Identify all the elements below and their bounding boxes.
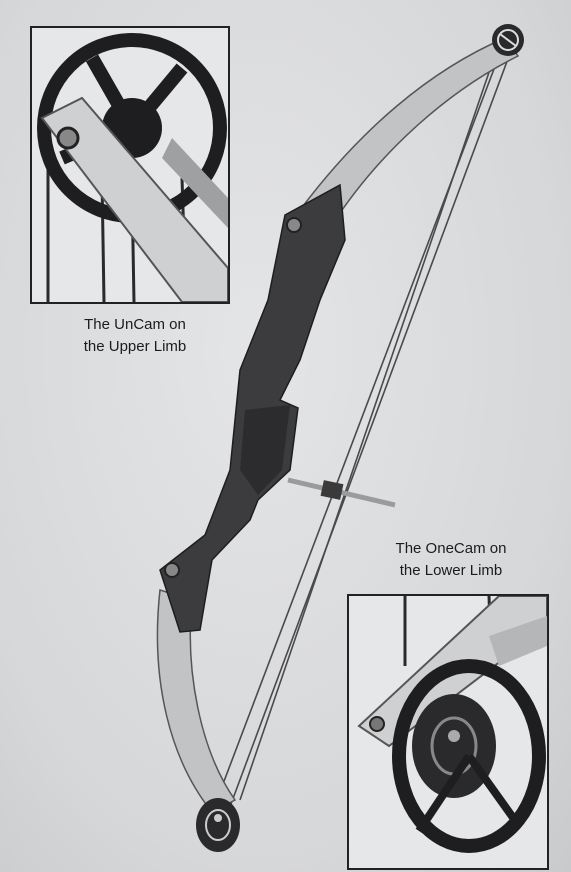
bow-string bbox=[214, 39, 513, 813]
upper-cam-caption: The UnCam on the Upper Limb bbox=[40, 314, 230, 358]
lower-cam-detail-inset bbox=[347, 594, 549, 870]
bow-riser bbox=[159, 183, 346, 633]
upper-limb bbox=[298, 37, 520, 230]
lower-limb-bolt-icon bbox=[164, 562, 180, 578]
lower-cam-caption-line2: the Lower Limb bbox=[399, 562, 503, 579]
onecam-wheel-detail bbox=[349, 596, 547, 868]
upper-cam-caption-line1: The UnCam on bbox=[84, 316, 186, 333]
arrow-rest bbox=[287, 477, 396, 508]
lower-cam-caption-line1: The OneCam on bbox=[395, 540, 507, 557]
upper-cam-icon bbox=[492, 24, 524, 56]
riser-grip bbox=[240, 405, 290, 495]
lower-cam-caption: The OneCam on the Lower Limb bbox=[356, 538, 546, 582]
upper-cam-caption-line2: the Upper Limb bbox=[83, 338, 187, 355]
uncam-wheel-detail bbox=[32, 28, 228, 302]
lower-cam-icon bbox=[196, 798, 240, 852]
upper-limb-bolt-icon bbox=[286, 217, 302, 233]
upper-cam-detail-inset bbox=[30, 26, 230, 304]
